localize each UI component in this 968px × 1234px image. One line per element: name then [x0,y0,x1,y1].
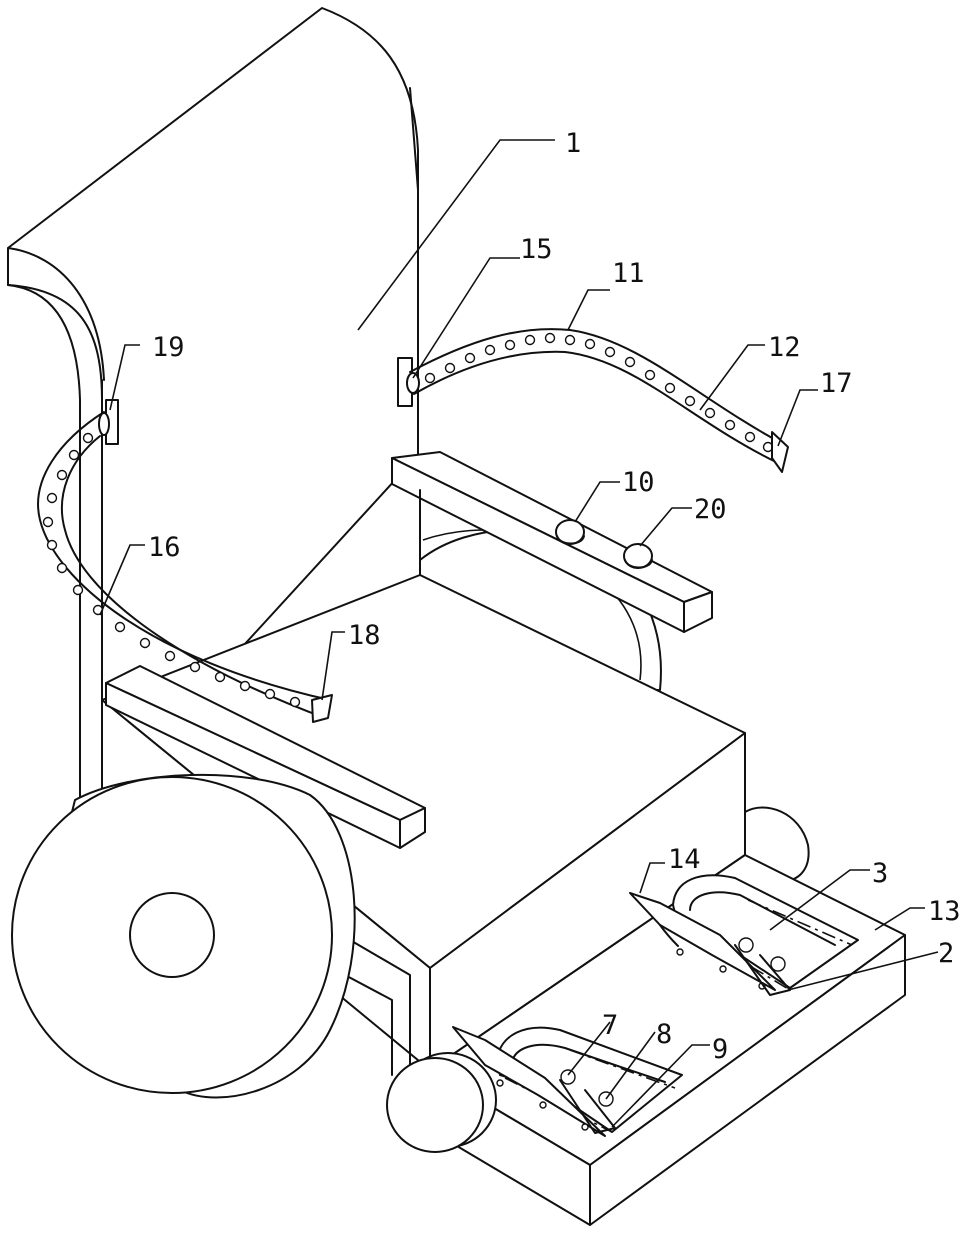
right-belt [398,329,788,472]
button-10 [556,520,584,544]
label-11: 11 [612,258,645,289]
label-17: 17 [820,368,853,399]
label-14: 14 [668,844,701,875]
label-19: 19 [152,332,185,363]
label-16: 16 [148,532,181,563]
label-18: 18 [348,620,381,651]
left-big-wheel [12,775,355,1098]
label-2: 2 [938,938,954,969]
label-20: 20 [694,494,727,525]
label-10: 10 [622,467,655,498]
label-15: 15 [520,234,553,265]
label-13: 13 [928,896,961,927]
label-12: 12 [768,332,801,363]
label-8: 8 [656,1019,672,1050]
label-9: 9 [712,1034,728,1065]
label-7: 7 [602,1010,618,1041]
button-20 [624,544,652,568]
label-3: 3 [872,858,888,889]
label-1: 1 [565,128,581,159]
